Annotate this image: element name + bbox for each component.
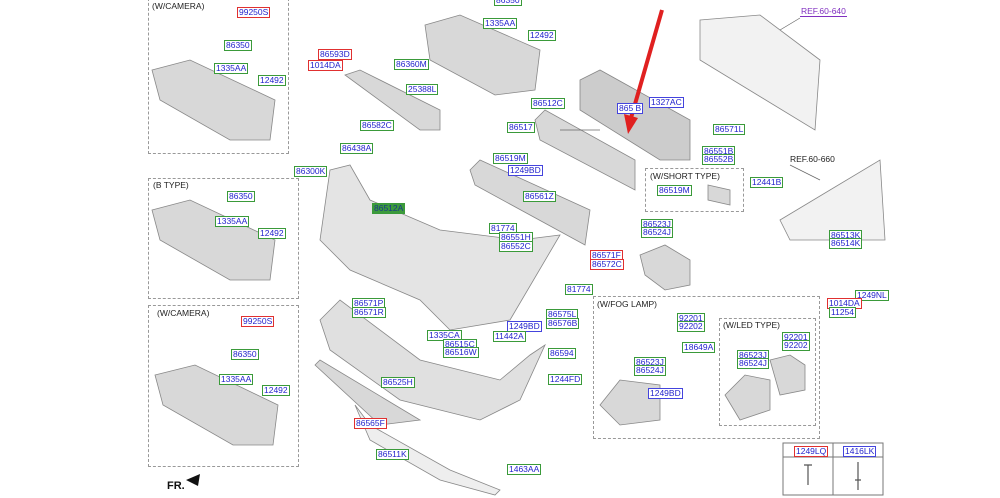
part-label[interactable]: 86350 [231,349,259,360]
part-label[interactable]: 99250S [241,316,275,327]
part-label[interactable]: 86593D [318,49,352,60]
w-camera-box-2 [148,305,299,467]
part-label[interactable]: 1249NL [855,290,889,301]
part-label[interactable]: 86516W [443,347,479,358]
front-arrow-icon [186,474,200,486]
reference-link[interactable]: REF.60-640 [800,6,847,17]
arrow-head [624,114,638,134]
lower-bumper [319,299,546,421]
part-label[interactable]: 12492 [258,228,286,239]
part-label[interactable]: 86512C [531,98,565,109]
section-title: (B TYPE) [153,180,189,190]
w-camera-box [148,0,289,154]
skid-strip [354,404,501,496]
fog-cover [639,244,691,291]
part-label[interactable]: 86519M [493,153,528,164]
part-label[interactable]: 86582C [360,120,394,131]
part-label[interactable]: 86576B [546,318,580,329]
part-label[interactable]: 86524J [737,358,769,369]
part-label[interactable]: 86571R [352,307,386,318]
led-lamp [769,354,806,396]
part-label[interactable]: 1327AC [649,97,684,108]
part-label[interactable]: 86525H [381,377,415,388]
fender [779,159,886,241]
part-label[interactable]: 86552B [702,154,736,165]
part-label[interactable]: 86350 [494,0,522,6]
part-label[interactable]: 12492 [258,75,286,86]
part-label[interactable]: 86561Z [523,191,556,202]
part-label[interactable]: 25388L [406,84,439,95]
part-label[interactable]: 99250S [237,7,271,18]
part-label[interactable]: 86511K [376,449,409,460]
part-label[interactable]: 86594 [548,348,576,359]
grille-part [151,59,276,141]
grille-part [154,364,279,446]
led-type-box [719,318,816,426]
legend-clip-label[interactable]: 1416LK [843,446,877,457]
b-type-box [148,178,299,299]
part-label[interactable]: 86565F [354,418,387,429]
part-label[interactable]: 1335AA [483,18,518,29]
part-label[interactable]: 86519M [657,185,692,196]
part-label[interactable]: 86350 [227,191,255,202]
front-direction-label: FR. [167,480,185,492]
part-label[interactable]: 11254 [829,307,857,318]
part-label[interactable]: 86517 [507,122,535,133]
part-label[interactable]: 12492 [528,30,556,41]
section-title: (W/SHORT TYPE) [650,171,720,181]
part-label[interactable]: 1335AA [214,63,249,74]
part-label[interactable]: 86571L [713,124,746,135]
fog-lamp-box [593,296,820,439]
part-label[interactable]: 92202 [782,340,810,351]
part-label[interactable]: 1244FD [548,374,583,385]
lower-grille [469,159,591,246]
part-label[interactable]: 86514K [829,238,863,249]
legend-screw-label[interactable]: 1249LQ [794,446,829,457]
short-bracket [707,184,731,206]
part-label[interactable]: 86524J [634,365,666,376]
highlight-arrow [629,9,664,119]
part-label[interactable]: 86572C [590,259,624,270]
part-label[interactable]: 86350 [224,40,252,51]
part-label-highlighted[interactable]: 86512A [372,203,406,214]
part-label[interactable]: 81774 [565,284,593,295]
beam-absorber [579,69,691,161]
part-label[interactable]: 86524J [641,227,673,238]
grille-part [151,199,276,281]
part-label[interactable]: 12441B [750,177,784,188]
part-label[interactable]: 1463AA [507,464,542,475]
part-label[interactable]: 11442A [493,331,526,342]
section-title: (W/FOG LAMP) [597,299,657,309]
part-label[interactable]: 86300K [294,166,328,177]
section-title: (W/CAMERA) [152,1,205,11]
part-label[interactable]: 1335AA [215,216,250,227]
part-label[interactable]: 86552C [499,241,533,252]
part-label[interactable]: 1335AA [219,374,254,385]
part-label[interactable]: 86360M [394,59,429,70]
lip-strip [314,359,422,426]
part-label[interactable]: 1249BD [508,165,543,176]
part-label[interactable]: 865 B [617,103,644,114]
radiator-support [699,14,821,131]
section-title: (W/CAMERA) [157,308,210,318]
part-label[interactable]: 1249BD [648,388,683,399]
section-title: (W/LED TYPE) [723,320,780,330]
part-label[interactable]: 1014DA [308,60,343,71]
fog-cover [599,379,661,426]
fog-cover [724,374,771,421]
short-type-box [645,168,744,212]
grille-part [424,14,541,96]
screw-icon [804,464,812,485]
part-label[interactable]: 86438A [340,143,374,154]
part-label[interactable]: 18649A [682,342,716,353]
upper-garnish [344,69,441,131]
clip-icon [855,462,861,490]
part-label[interactable]: 12492 [262,385,290,396]
part-label[interactable]: 92202 [677,321,705,332]
reference-link[interactable]: REF.60-660 [789,154,836,164]
